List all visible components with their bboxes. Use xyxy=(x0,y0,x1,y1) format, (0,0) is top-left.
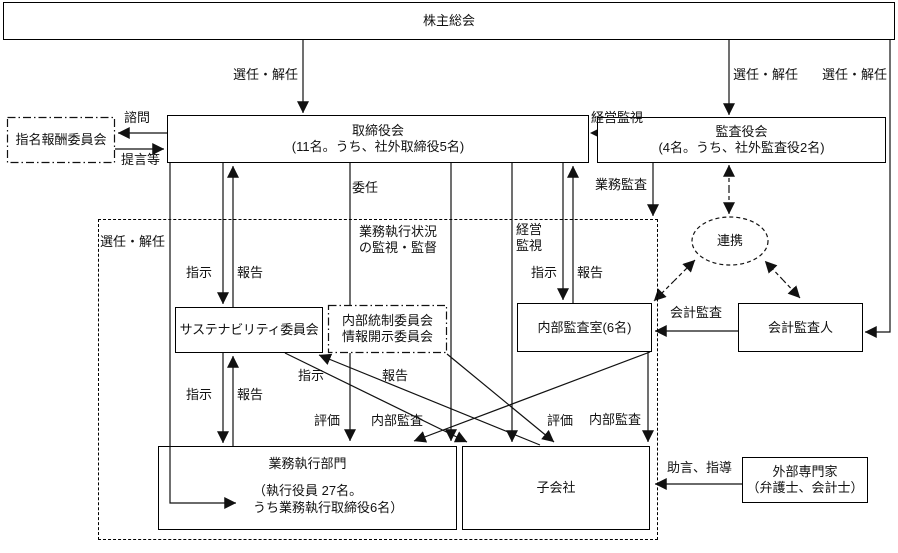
edge-label-shiji-ia: 指示 xyxy=(531,265,558,280)
node-external-experts: 外部専門家 （弁護士、会計士） xyxy=(742,457,868,503)
edge-label-hokoku-sub: 報告 xyxy=(382,368,409,383)
edge-label-hyoka-sub: 評価 xyxy=(547,413,574,428)
edge-label-keiei-kanshi: 経営監視 xyxy=(591,110,644,125)
node-exec-dept-sub1: （執行役員 27名。 xyxy=(253,483,363,498)
execution-group-box xyxy=(98,219,658,540)
node-nomination-committee-label: 指名報酬委員会 xyxy=(15,132,107,147)
edge-label-gyomu-kansa: 業務監査 xyxy=(595,177,648,192)
edge-label-naibukansa-sub: 内部監査 xyxy=(589,412,642,427)
node-internal-control-line1: 内部統制委員会 xyxy=(341,313,433,328)
node-exec-dept-label: 業務執行部門 xyxy=(268,456,347,471)
node-nomination-committee: 指名報酬委員会 xyxy=(7,117,115,163)
edge-label-shiji-sub: 指示 xyxy=(298,368,325,383)
edge-renkei-ia-b xyxy=(673,259,696,282)
node-internal-control-committee: 内部統制委員会 情報開示委員会 xyxy=(328,305,447,353)
node-internal-audit-office: 内部監査室(6名) xyxy=(517,303,652,352)
edge-label-appoint-board: 選任・解任 xyxy=(233,67,299,82)
edge-label-inin: 委任 xyxy=(352,180,379,195)
edge-label-sennin-kainin-exec: 選任・解任 xyxy=(100,234,166,249)
edge-label-appoint-auditboard: 選任・解任 xyxy=(733,67,799,82)
node-external-experts-subtitle: （弁護士、会計士） xyxy=(746,480,864,495)
node-board: 取締役会 (11名。うち、社外取締役5名) xyxy=(167,115,589,163)
edge-label-naibukansa-exec: 内部監査 xyxy=(371,413,424,428)
edge-label-teigen: 提言等 xyxy=(121,152,161,167)
node-external-experts-label: 外部専門家 xyxy=(772,464,838,479)
node-internal-audit-office-label: 内部監査室(6名) xyxy=(537,319,632,335)
node-shareholders-label: 株主総会 xyxy=(422,13,475,28)
node-exec-dept: 業務執行部門 （執行役員 27名。 うち業務執行取締役6名） xyxy=(158,446,457,530)
edge-appoint-accauditor xyxy=(864,40,891,338)
edge-label-keiei-kanshi-sub: 経営 監視 xyxy=(515,222,542,253)
edge-label-kanshi-kantoku: 業務執行状況 の監視・監督 xyxy=(358,224,437,255)
edge-label-appoint-accauditor: 選任・解任 xyxy=(822,67,888,82)
edge-label-hokoku-ia: 報告 xyxy=(577,265,604,280)
node-audit-board-subtitle: (4名。うち、社外監査役2名) xyxy=(658,140,825,155)
node-board-label: 取締役会 xyxy=(351,123,404,138)
node-subsidiary-label: 子会社 xyxy=(536,480,576,495)
node-sustainability-committee-label: サステナビリティ委員会 xyxy=(179,322,319,337)
edge-renkei-acc-a xyxy=(764,260,784,281)
edge-label-kaikei-kansa: 会計監査 xyxy=(670,305,723,320)
edge-label-shimon: 諮問 xyxy=(124,110,151,125)
node-audit-board: 監査役会 (4名。うち、社外監査役2名) xyxy=(597,117,886,163)
edge-label-jogen-shido: 助言、指導 xyxy=(667,460,733,475)
edge-label-hyoka-exec: 評価 xyxy=(314,413,341,428)
node-internal-control-line2: 情報開示委員会 xyxy=(341,329,433,344)
node-accounting-auditor-label: 会計監査人 xyxy=(767,319,833,335)
node-board-subtitle: (11名。うち、社外取締役5名) xyxy=(291,139,465,154)
node-exec-dept-sub2: うち業務執行取締役6名） xyxy=(253,500,404,515)
node-sustainability-committee: サステナビリティ委員会 xyxy=(175,307,323,353)
edge-label-hokoku-sus: 報告 xyxy=(237,265,264,280)
node-audit-board-label: 監査役会 xyxy=(715,124,768,139)
edge-renkei-acc-b xyxy=(782,279,801,299)
edge-label-shiji-sus: 指示 xyxy=(186,265,213,280)
edge-label-shiji-exec: 指示 xyxy=(186,387,213,402)
node-subsidiary: 子会社 xyxy=(462,446,650,530)
edge-label-hokoku-exec: 報告 xyxy=(237,387,264,402)
node-cooperation-label: 連携 xyxy=(716,233,743,248)
node-accounting-auditor: 会計監査人 xyxy=(738,303,863,352)
node-shareholders: 株主総会 xyxy=(3,2,895,40)
